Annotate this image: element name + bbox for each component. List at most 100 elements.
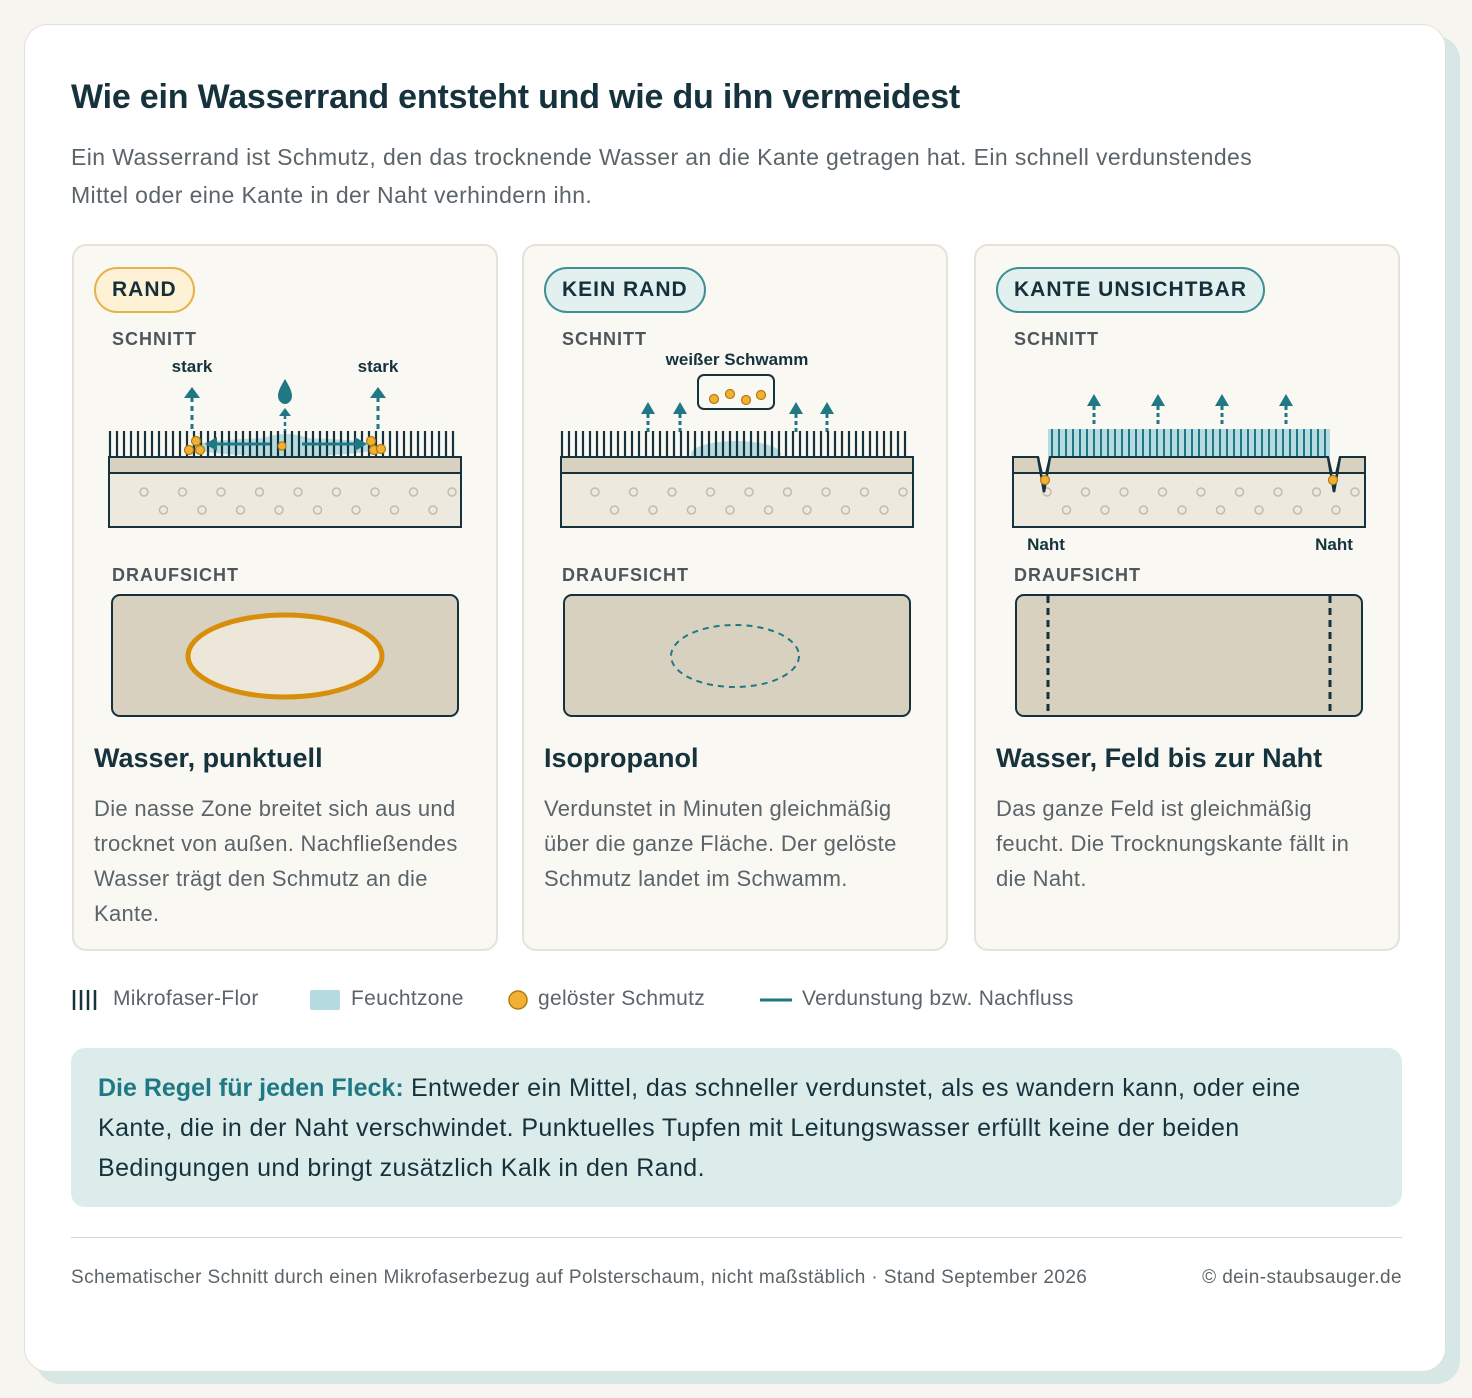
- dirt-dot-center: [277, 441, 287, 451]
- foam-pore: [821, 487, 831, 497]
- label-sponge: weißer Schwamm: [665, 350, 809, 369]
- rule-box: Die Regel für jeden Fleck: Entweder ein …: [71, 1048, 1402, 1207]
- dirt-cluster-left: [183, 435, 206, 456]
- foam-pore: [590, 487, 600, 497]
- legend-label: gelöster Schmutz: [538, 987, 706, 1010]
- drop-icon: [278, 379, 292, 433]
- foam-pore: [1080, 487, 1091, 497]
- footer-note: Schematischer Schnitt durch einen Mikrof…: [71, 1267, 1088, 1288]
- badge-kein-rand: KEIN RAND: [544, 267, 706, 313]
- foam-pore: [389, 505, 400, 515]
- section-label-schnitt: SCHNITT: [112, 329, 197, 349]
- foam-pore: [139, 487, 149, 497]
- evap-arrow-right: [370, 387, 386, 429]
- diagram-kein-rand: weißer Schwamm: [560, 350, 914, 717]
- faint-outline: [670, 624, 800, 688]
- section-label-draufsicht: DRAUFSICHT: [1014, 565, 1141, 585]
- footer-divider: [71, 1237, 1402, 1238]
- microfiber-pile: [1051, 429, 1326, 457]
- diagram-kante-unsichtbar: Naht Naht: [1012, 394, 1366, 717]
- foam-pore: [648, 505, 658, 515]
- foam-pore: [1061, 505, 1072, 515]
- foam-pore: [158, 505, 169, 515]
- pile-icon: [72, 990, 97, 1010]
- case-text-feld: Das ganze Feld ist gleichmäßig feucht. D…: [996, 796, 1350, 891]
- foam-pore: [802, 505, 812, 515]
- foam-layer: [1012, 472, 1366, 528]
- foam-pore: [879, 505, 889, 515]
- badge-rand: RAND: [94, 267, 195, 313]
- foam-pore: [428, 505, 438, 515]
- intro-text: Ein Wasserrand ist Schmutz, den das troc…: [71, 144, 1253, 208]
- label-stark-left: stark: [172, 357, 213, 376]
- foam-pore: [1119, 487, 1129, 497]
- case-title-rand: Wasser, punktuell: [94, 743, 323, 773]
- top-view-fabric: [563, 594, 911, 717]
- dirt-in-seam-left: [1039, 474, 1051, 486]
- foam-pore: [370, 487, 380, 497]
- flow-arrow-left: [205, 437, 270, 451]
- fabric-layer: [560, 456, 914, 474]
- foam-pore: [859, 487, 870, 497]
- foam-pore: [274, 505, 284, 515]
- section-label-draufsicht: DRAUFSICHT: [562, 565, 689, 585]
- wet-field: [1048, 429, 1330, 457]
- foam-pore: [609, 505, 620, 515]
- case-text-rand: Die nasse Zone breitet sich aus und troc…: [94, 796, 458, 926]
- rule-lead: Die Regel für jeden Fleck:: [98, 1074, 404, 1102]
- legend-label: Verdunstung bzw. Nachfluss: [802, 987, 1074, 1010]
- foam-pore: [744, 487, 754, 497]
- case-title-isopropanol: Isopropanol: [544, 743, 699, 773]
- foam-pore: [725, 505, 735, 515]
- foam-pore: [705, 487, 716, 497]
- evap-arrow-left: [184, 387, 200, 429]
- foam-pore: [1215, 505, 1226, 515]
- foam-layer: [560, 472, 914, 528]
- seam-left: [1036, 456, 1052, 493]
- foam-pore: [197, 505, 207, 515]
- legend-label: Feuchtzone: [351, 987, 464, 1010]
- panel-kein-rand: KEIN RAND SCHNITT weißer Schwamm DRAUFSI…: [522, 244, 948, 951]
- foam-pore: [628, 487, 639, 497]
- foam-pore: [667, 487, 677, 497]
- water-ring: [185, 612, 385, 700]
- foam-pore: [1350, 487, 1360, 497]
- sponge-dirt: [708, 388, 767, 406]
- footer-copyright: © dein-staubsauger.de: [1202, 1267, 1402, 1288]
- badge-kante-unsichtbar: KANTE UNSICHTBAR: [996, 267, 1265, 313]
- foam-pore: [177, 487, 188, 497]
- panel-rand: RAND SCHNITT stark stark: [72, 244, 498, 951]
- case-text-isopropanol: Verdunstet in Minuten gleichmäßig über d…: [544, 796, 897, 891]
- diagram-rand: stark stark: [108, 357, 462, 717]
- microfiber-pile: [560, 431, 907, 457]
- foam-pore: [293, 487, 303, 497]
- foam-pore: [216, 487, 226, 497]
- foam-pore: [1273, 487, 1283, 497]
- foam-pore: [686, 505, 697, 515]
- seam-right: [1326, 456, 1342, 493]
- wet-zone-icon: [310, 990, 340, 1010]
- foam-pore: [1196, 487, 1206, 497]
- foam-pore: [1292, 505, 1303, 515]
- page-title: Wie ein Wasserrand entsteht und wie du i…: [71, 78, 961, 116]
- legend-label: Mikrofaser-Flor: [113, 987, 259, 1010]
- label-naht-left: Naht: [1027, 535, 1065, 554]
- evap-arrows: [1087, 394, 1293, 424]
- section-label-schnitt: SCHNITT: [1014, 329, 1099, 349]
- fabric-layer: [108, 456, 462, 474]
- dirt-dot-icon: [508, 990, 528, 1010]
- foam-pores: [1042, 487, 1360, 515]
- section-label-schnitt: SCHNITT: [562, 329, 647, 349]
- foam-pore: [235, 505, 246, 515]
- foam-pore: [1177, 505, 1187, 515]
- foam-pore: [1157, 487, 1168, 497]
- foam-pore: [1331, 505, 1341, 515]
- rule-text: Die Regel für jeden Fleck: Entweder ein …: [98, 1068, 1368, 1188]
- foam-pore: [763, 505, 774, 515]
- foam-pore: [1234, 487, 1245, 497]
- label-naht-right: Naht: [1315, 535, 1353, 554]
- foam-pore: [408, 487, 419, 497]
- foam-pore: [840, 505, 851, 515]
- label-stark-right: stark: [358, 357, 399, 376]
- top-view-fabric: [1015, 594, 1363, 717]
